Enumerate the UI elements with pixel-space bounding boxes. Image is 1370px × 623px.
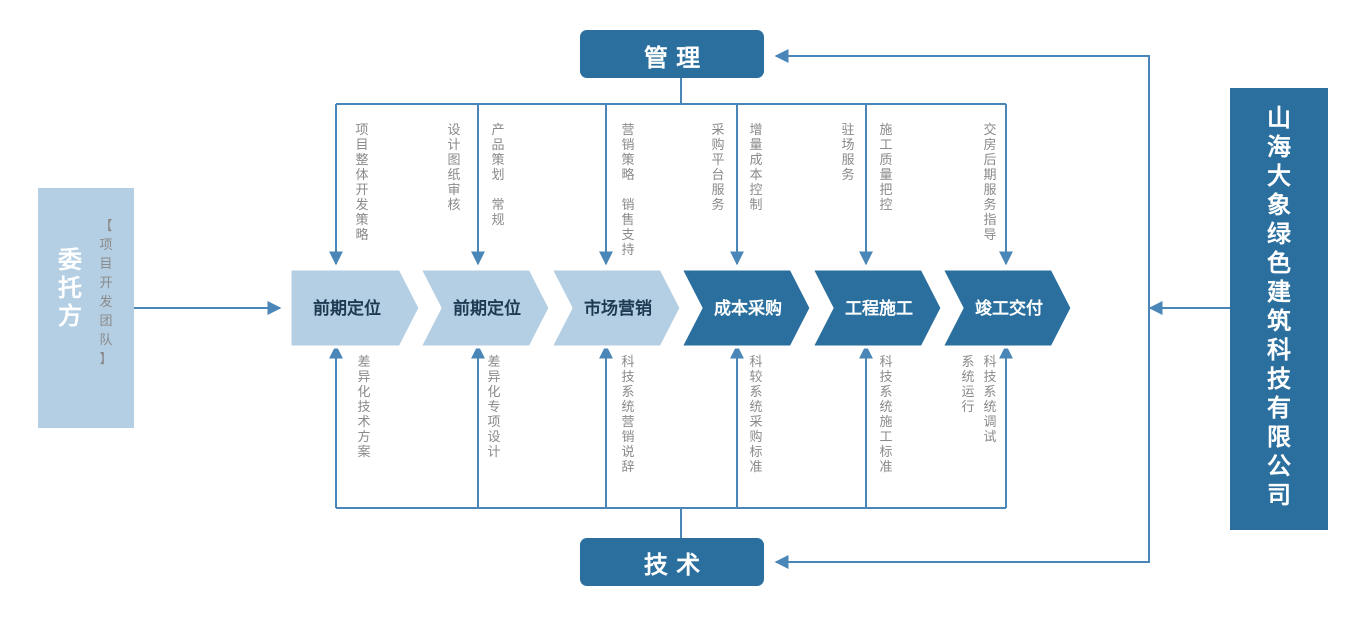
management-note-7: 驻场服务: [841, 123, 854, 183]
stage-4: 成本采购: [678, 267, 813, 349]
management-note-5: 采购平台服务: [711, 123, 724, 213]
company-box: 山海大象绿色建筑科技有限公司: [1230, 88, 1328, 530]
stage-label: 市场营销: [584, 298, 652, 319]
stage-label: 工程施工: [845, 298, 913, 319]
management-note-4: 营销策略 销售支持: [621, 123, 634, 258]
stage-5: 工程施工: [809, 267, 944, 349]
stage-chevron: [809, 267, 944, 349]
management-note-3: 产品策划 常规: [491, 123, 504, 228]
stage-3: 市场营销: [548, 267, 683, 349]
stage-2: 前期定位: [417, 267, 552, 349]
stage-chevron: [678, 267, 813, 349]
stage-6: 竣工交付: [939, 267, 1074, 349]
management-note-6: 增量成本控制: [749, 123, 762, 213]
management-note-2: 设计图纸审核: [447, 123, 460, 213]
stage-1: 前期定位: [288, 267, 422, 349]
technology-box: 技 术: [580, 538, 764, 586]
technology-note-4: 科较系统采购标准: [749, 355, 762, 475]
management-note-8: 施工质量把控: [879, 123, 892, 213]
management-notes: 项目整体开发策略 设计图纸审核 产品策划 常规 营销策略 销售支持 采购平台服务 增量成本…: [355, 122, 996, 258]
connector-lines: [134, 49, 1230, 569]
stage-label: 成本采购: [714, 298, 782, 319]
client-subtitle: 【项目开发团队】: [99, 219, 112, 367]
technology-label: 技 术: [644, 551, 700, 579]
technology-note-5: 科技系统施工标准: [879, 355, 892, 475]
management-note-1: 项目整体开发策略: [355, 123, 368, 243]
stage-label: 前期定位: [453, 298, 521, 319]
management-label: 管 理: [644, 44, 700, 72]
client-subtitle-text: 【项目开发团队】: [99, 219, 112, 367]
technology-note-1: 差异化技术方案: [357, 355, 370, 460]
management-note-9: 交房后期服务指导: [983, 122, 996, 243]
technology-notes: 差异化技术方案 差异化专项设计 科技系统营销说辞 科较系统采购标准 科技系统施工标准 系统…: [357, 355, 996, 475]
stage-chain: 前期定位 前期定位 市场营销 成本采购 工程施工 竣工交付: [288, 267, 1074, 349]
stage-chevron: [288, 267, 422, 349]
client-box: 委托方 【项目开发团队】: [38, 188, 134, 428]
company-name: 山海大象绿色建筑科技有限公司: [1267, 104, 1292, 509]
technology-note-3: 科技系统营销说辞: [621, 355, 634, 475]
technology-note-7: 科技系统调试: [983, 355, 996, 445]
company-name-text: 山海大象绿色建筑科技有限公司: [1267, 104, 1292, 509]
stage-label: 竣工交付: [975, 298, 1043, 319]
stage-label: 前期定位: [313, 298, 381, 319]
stage-chevron: [939, 267, 1074, 349]
client-title: 委托方: [57, 246, 82, 330]
management-box: 管 理: [580, 30, 764, 78]
client-title-text: 委托方: [57, 246, 82, 330]
technology-note-2: 差异化专项设计: [487, 355, 500, 460]
stage-chevron: [417, 267, 552, 349]
company-loop-bottom: [774, 308, 1150, 569]
stage-chevron: [548, 267, 683, 349]
technology-note-6: 系统运行: [961, 355, 974, 415]
